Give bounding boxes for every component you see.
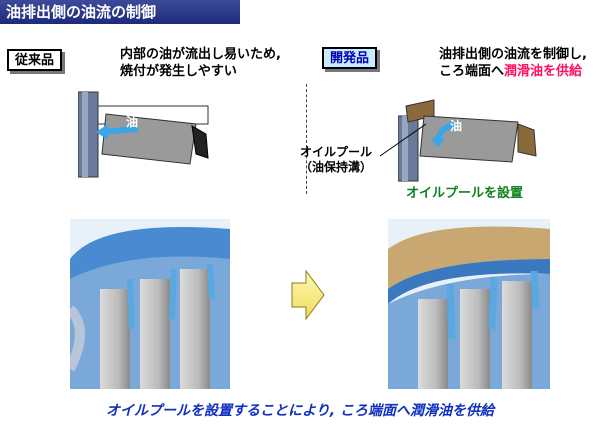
developed-note: 油排出側の油流を制御し, ころ端面へ潤滑油を供給 [439, 46, 587, 80]
developed-simulation-image [388, 219, 550, 389]
page-title: 油排出側の油流の制御 [0, 0, 240, 24]
divider-line [306, 84, 307, 194]
oil-pool-pointer [379, 123, 427, 157]
conventional-note-line1: 内部の油が流出し易いため, [120, 47, 281, 62]
oil-pool-label-line2: （油保持溝） [300, 160, 373, 174]
right-arrow-icon [291, 269, 325, 321]
conventional-cross-section: 油 [78, 91, 209, 178]
oil-pool-label: オイルプール （油保持溝） [300, 145, 372, 175]
developed-tag: 開発品 [322, 47, 378, 69]
developed-note-line1: 油排出側の油流を制御し, [439, 47, 587, 62]
conventional-note: 内部の油が流出し易いため, 焼付が発生しやすい [120, 46, 281, 80]
oil-pool-label-line1: オイルプール [300, 145, 373, 159]
developed-note-line2: ころ端面へ潤滑油を供給 [439, 63, 587, 80]
developed-note-highlight: 潤滑油を供給 [504, 64, 583, 79]
developed-note-line2-prefix: ころ端面へ [439, 64, 505, 79]
conventional-tag: 従来品 [7, 49, 63, 71]
conclusion-text: オイルプールを設置することにより, ころ端面へ潤滑油を供給 [106, 403, 494, 419]
install-oil-pool-note: オイルプールを設置 [406, 186, 524, 201]
conventional-oil-label: 油 [126, 114, 138, 129]
developed-oil-label: 油 [450, 118, 462, 133]
conventional-note-line2: 焼付が発生しやすい [120, 64, 237, 79]
conventional-simulation-image [70, 219, 230, 389]
developed-cross-section: 油 [398, 99, 537, 182]
